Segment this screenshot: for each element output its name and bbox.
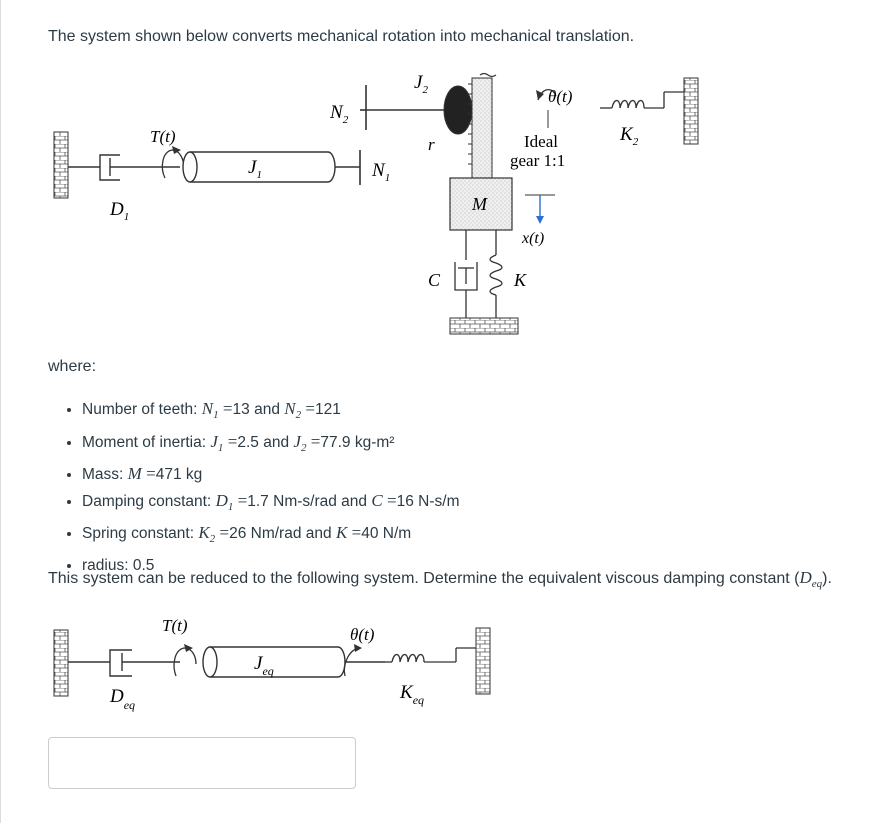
label-jeq: Jeq: [254, 653, 274, 678]
inertia-j2: [443, 85, 473, 135]
list-item: radius: 0.5: [82, 553, 460, 579]
question-text: This system can be reduced to the follow…: [48, 568, 832, 591]
label-d1: D1: [109, 199, 129, 223]
answer-input[interactable]: [48, 737, 356, 789]
label-mass: M: [471, 194, 488, 214]
right-wall-2: [475, 627, 491, 695]
theta-arrow-2: [343, 647, 361, 677]
gear-n1-n2: [359, 85, 455, 185]
label-ideal-gear-2: gear 1:1: [510, 151, 565, 170]
label-c: C: [428, 270, 441, 290]
left-wall: [53, 131, 69, 199]
label-keq: Keq: [399, 682, 424, 707]
spring-k: [489, 230, 503, 318]
label-k2: K2: [619, 124, 639, 148]
damper-c: [454, 230, 478, 318]
label-theta: θ(t): [548, 87, 573, 106]
label-deq: Deq: [109, 686, 135, 712]
right-wall: [683, 77, 699, 145]
spring-keq: [385, 647, 476, 663]
torque-arrow-2: [173, 647, 197, 677]
bottom-ground: [449, 317, 519, 335]
label-j2: J2: [414, 72, 428, 96]
label-torque-2: T(t): [162, 616, 188, 635]
spring-k2: [600, 91, 684, 109]
label-ideal-gear-1: Ideal: [524, 132, 558, 151]
list-item: Spring constant: K2 =26 Nm/rad and K =40…: [82, 520, 460, 553]
label-x: x(t): [521, 230, 544, 247]
label-n1: N1: [371, 160, 390, 184]
rack: [471, 77, 493, 179]
left-wall-2: [53, 629, 69, 697]
list-item: Number of teeth: N1 =13 and N2 =121: [82, 396, 460, 429]
rotation-translation-diagram: T(t) J1 D1 N2 N1 J2 r θ(t) Ideal gear 1:…: [53, 72, 699, 335]
label-j1: J1: [248, 157, 262, 181]
intro-text: The system shown below converts mechanic…: [48, 28, 635, 45]
mass-m: [449, 177, 513, 231]
damper-deq: [68, 649, 180, 677]
page-left-border: [0, 0, 1, 823]
inertia-j1: [160, 151, 360, 183]
list-item: Damping constant: D1 =1.7 Nm-s/rad and C…: [82, 488, 460, 521]
parameter-list: Number of teeth: N1 =13 and N2 =121 Mome…: [48, 396, 460, 578]
list-item: Mass: M =471 kg: [82, 461, 460, 488]
label-r: r: [428, 135, 435, 154]
label-k: K: [513, 270, 527, 290]
label-n2: N2: [329, 102, 349, 126]
label-theta-2: θ(t): [350, 625, 375, 644]
where-label: where:: [48, 358, 97, 375]
label-torque: T(t): [150, 127, 176, 146]
damper-d1: [68, 154, 160, 181]
list-item: Moment of inertia: J1 =2.5 and J2 =77.9 …: [82, 429, 460, 462]
torque-arrow: [161, 149, 185, 179]
inertia-jeq: [202, 646, 385, 678]
